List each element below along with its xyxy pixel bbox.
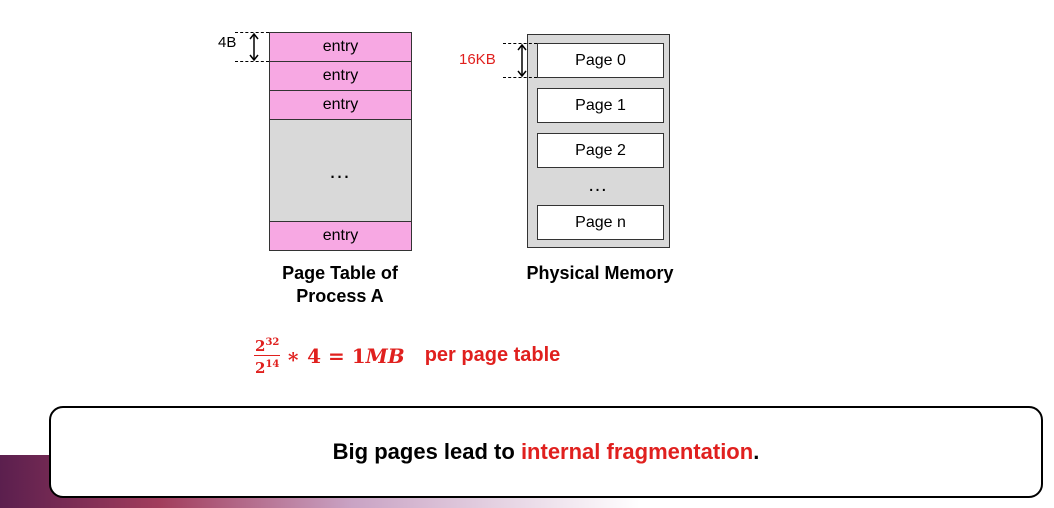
callout-text: Big pages lead to internal fragmentation… xyxy=(332,439,760,464)
memory-page: Page n xyxy=(537,205,664,240)
double-arrow-icon xyxy=(517,43,527,78)
formula-suffix: per page table xyxy=(424,344,561,366)
formula-denominator: 214 xyxy=(255,359,280,377)
memory-page: Page 1 xyxy=(537,88,664,123)
page-table-entry: entry xyxy=(269,90,412,120)
memory-page: Page 0 xyxy=(537,43,664,78)
formula-unit: MB xyxy=(365,343,405,368)
formula-expression: ∗ 4 = 1MB xyxy=(286,343,405,368)
page-table-entry: entry xyxy=(269,61,412,91)
entry-size-label: 4B xyxy=(218,34,237,51)
callout-box: Big pages lead to internal fragmentation… xyxy=(49,406,1043,498)
page-table-caption: Page Table of Process A xyxy=(254,262,426,308)
page-size-top-line xyxy=(503,43,537,44)
page-size-label: 16KB xyxy=(459,51,496,68)
double-arrow-icon xyxy=(249,32,259,62)
page-table-caption-line1: Page Table of xyxy=(282,263,398,283)
formula-fraction: 232 214 xyxy=(254,334,281,377)
page-table-ellipsis: … xyxy=(269,119,412,222)
page-size-bottom-line xyxy=(503,77,537,78)
page-table-entry: entry xyxy=(269,32,412,62)
memory-page: Page 2 xyxy=(537,133,664,168)
size-marker-bottom-line xyxy=(235,61,269,62)
memory-ellipsis: … xyxy=(587,174,610,196)
callout-highlight: internal fragmentation xyxy=(520,439,754,464)
page-table-entry: entry xyxy=(269,221,412,251)
physical-memory-caption: Physical Memory xyxy=(526,263,674,283)
page-table-size-formula: 232 214 ∗ 4 = 1MB per page table xyxy=(254,334,560,377)
page-table-caption-line2: Process A xyxy=(296,286,384,306)
formula-numerator: 232 xyxy=(254,334,281,356)
size-marker-top-line xyxy=(235,32,269,33)
